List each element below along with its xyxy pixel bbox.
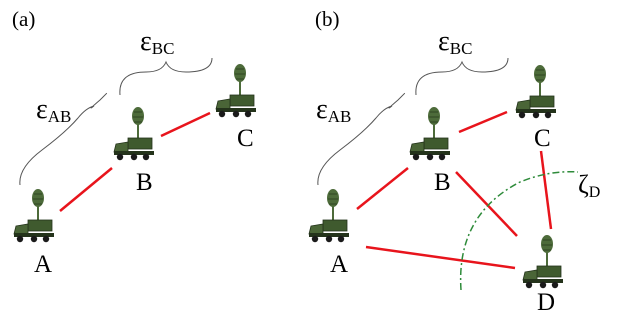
military-truck-with-antenna-icon — [409, 106, 451, 162]
node-label-b: B — [136, 169, 153, 196]
zone-arc-d — [459, 170, 579, 291]
brace-ab — [19, 93, 107, 186]
node-label-a: A — [34, 251, 52, 278]
brace-bc — [415, 57, 509, 96]
panel-a-tag: (a) — [12, 7, 35, 31]
link-a-b — [356, 167, 409, 210]
link-c-d — [539, 150, 553, 230]
military-truck-with-antenna-icon — [522, 234, 564, 290]
label-zeta-d: ζD — [578, 170, 600, 201]
link-b-c — [160, 111, 211, 138]
brace-ab — [317, 93, 405, 186]
label-epsilon-ab: εAB — [316, 94, 351, 126]
panel-b: (b) εAB εBC ζD A B C D — [308, 7, 600, 316]
link-b-c — [458, 110, 508, 134]
node-label-b: B — [434, 169, 451, 196]
node-label-d: D — [537, 289, 555, 316]
label-epsilon-bc: εBC — [438, 26, 472, 58]
panel-b-tag: (b) — [315, 7, 340, 31]
link-a-b — [59, 167, 113, 212]
military-truck-with-antenna-icon — [215, 63, 257, 119]
node-label-a: A — [330, 251, 348, 278]
panel-a: (a) εAB εBC A B C — [12, 7, 257, 278]
label-epsilon-bc: εBC — [140, 26, 174, 58]
brace-bc — [119, 57, 213, 96]
node-label-c: C — [534, 125, 551, 152]
military-truck-with-antenna-icon — [13, 188, 55, 244]
military-truck-with-antenna-icon — [113, 106, 155, 162]
military-truck-with-antenna-icon — [308, 188, 350, 244]
link-a-d — [365, 245, 516, 270]
label-epsilon-ab: εAB — [36, 94, 71, 126]
military-truck-with-antenna-icon — [515, 64, 557, 120]
node-label-c: C — [237, 125, 254, 152]
link-b-d — [455, 171, 518, 237]
